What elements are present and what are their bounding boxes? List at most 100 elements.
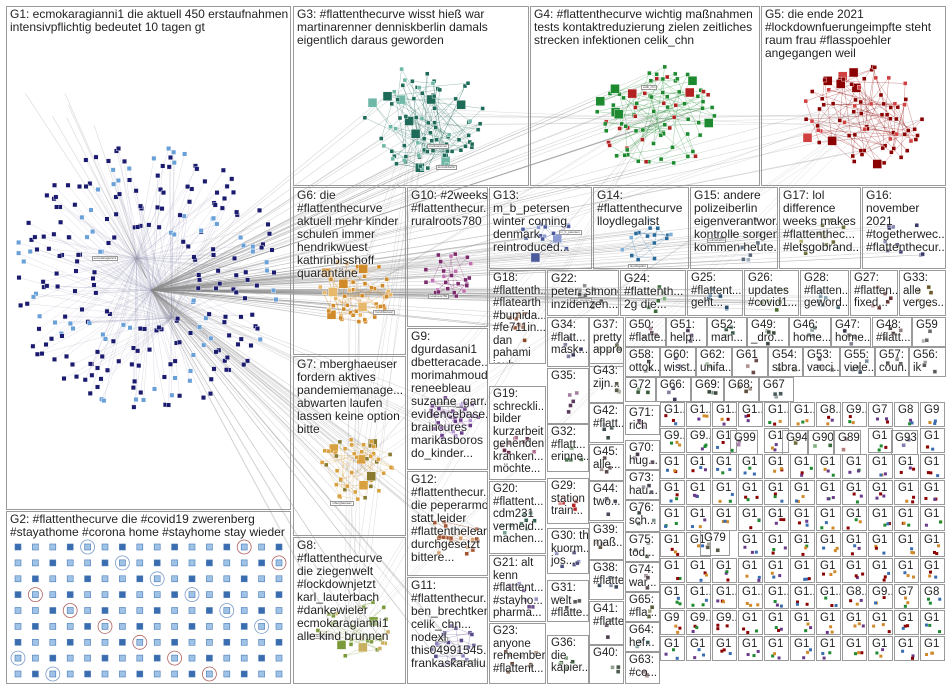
small-group-label: G1 [924,508,939,521]
small-group-label: G1 [716,508,731,521]
small-group-label: G1 [872,534,887,547]
group-label: G94 [786,432,808,445]
group-label: G69: [695,379,720,392]
group-box-g9: G9: dgurdasani1 dbetteracade... morimahm… [407,328,488,470]
small-group-label: G1 [794,482,809,495]
group-box-g53: G53: vacci... [803,347,840,377]
small-group-cell: G1 [764,558,789,583]
group-label: G8: #flattenthecurve die ziegenwelt #loc… [297,539,405,643]
small-group-label: G1 [742,482,757,495]
group-label: G41: #flatte... [593,603,624,628]
small-group-label: G1 [846,482,861,495]
small-group-cell: G1 [712,454,737,479]
small-group-label: G1 [872,430,887,443]
small-group-label: G1 [846,612,861,625]
group-label: G79 [704,532,726,545]
small-group-label: G1 [872,456,887,469]
small-group-label: G1 [924,638,939,651]
small-group-label: G1 [872,508,887,521]
group-box-g13: G13: m_b_petersen winter coming denmark … [489,187,592,269]
group-box-g16: G16: november 2021 #togetherwec... #flat… [862,187,946,269]
group-box-g72: G72 [625,377,656,402]
group-label: G24: #flattenth... 2g die... [624,272,683,311]
group-label: G49: _dro... [751,319,784,344]
small-group-label: G1 [794,560,809,573]
group-label: G99 [734,432,756,445]
small-group-label: G1 [742,508,757,521]
group-label: G57: coun... [879,349,909,374]
small-group-cell: G9... [686,610,711,635]
small-group-label: G1 [664,586,679,599]
group-box-g40: G40: [589,645,624,684]
small-group-label: G1 [716,456,731,469]
small-group-cell: G1 [764,480,789,505]
group-label: G27: #flatten... fixed... [854,272,898,310]
group-box-g32: G32: #flatt... erinne... [547,424,589,472]
group-label: G60: wisst... [664,349,696,374]
group-label: G63: #co... [629,654,657,679]
small-group-cell: G1 [816,636,841,661]
small-group-cell: G1 [868,480,893,505]
small-group-cell: G1 [920,610,945,635]
group-box-g55: G55: viele... [840,347,875,377]
small-group-cell: G1 [920,428,945,453]
small-group-label: G1 [690,560,705,573]
small-group-cell: G1 [738,480,763,505]
group-box-g71: G71: rich [625,405,660,435]
group-box-g79: G79 [700,530,730,556]
group-box-g93: G93 [891,430,918,455]
group-box-g29: G29: station train... [547,478,589,524]
group-label: G7: mberghaeuser fordern aktives pandemi… [297,358,403,436]
group-label: G19: schreckli... bilder kurzarbeit gehe… [493,388,546,476]
small-group-cell: G1 [790,636,815,661]
small-group-label: G7 [898,586,913,599]
group-label: G12: #flattenthecur... die peperarmo sta… [411,473,488,564]
small-group-label: G1 [872,482,887,495]
small-group-label: G1 [716,560,731,573]
small-group-cell: G1 [660,636,685,661]
group-label: G15: andere polizeiberlin eigenverantwor… [694,189,778,254]
group-label: G66: [660,379,685,392]
group-label: G23: anyone remember #flattent... [493,625,545,675]
group-box-g61: G61 [732,347,768,377]
small-group-label: G1 [690,482,705,495]
group-label: G72 [629,379,651,392]
group-box-g23: G23: anyone remember #flattent... [489,623,546,684]
small-group-cell: G1 [790,558,815,583]
small-group-cell: G1 [660,480,685,505]
small-group-cell: G1 [686,558,711,583]
small-group-label: G1 [924,430,939,443]
group-label: G55: viele... [844,349,875,374]
group-box-g1: G1: ecmokaragianni1 die aktuell 450 erst… [6,6,291,510]
small-group-cell: G1 [920,532,945,557]
group-label: G22: peter_simone inzidenzen... [551,272,619,311]
small-group-cell: G1 [920,454,945,479]
small-group-label: G1 [898,482,913,495]
small-group-label: G7 [872,404,887,417]
small-group-label: G1 [820,456,835,469]
group-box-g37: G37: pretty appro... [589,317,624,367]
small-group-cell: G1 [764,636,789,661]
group-box-g42: G42: #flatt... [589,403,624,443]
small-group-cell: G1 [816,532,841,557]
group-label: G20: #flattent... cdm231 vermeid... mach… [493,483,544,546]
small-group-cell: G1 [790,506,815,531]
small-group-cell: G1... [790,584,815,609]
small-group-label: G1 [664,508,679,521]
small-group-cell: G9 [920,402,945,427]
group-label: G62: unifa... [700,349,732,374]
small-group-cell: G1 [894,610,919,635]
small-group-label: G1 [898,456,913,469]
small-group-label: G1... [690,404,711,417]
small-group-cell: G1 [868,506,893,531]
small-group-cell: G1 [790,454,815,479]
group-box-g10: G10: #2weeks #flattenthecur... ruralroot… [407,187,488,327]
group-label: G64: hef... [629,624,655,649]
small-group-cell: G1 [712,636,737,661]
small-group-label: G9 [664,612,679,625]
group-label: G31: welt #flatte... [551,582,589,620]
group-label: G13: m_b_petersen winter coming denmark … [493,189,570,254]
group-label: G38: #flatte... [593,562,624,587]
small-group-label: G1 [872,638,887,651]
